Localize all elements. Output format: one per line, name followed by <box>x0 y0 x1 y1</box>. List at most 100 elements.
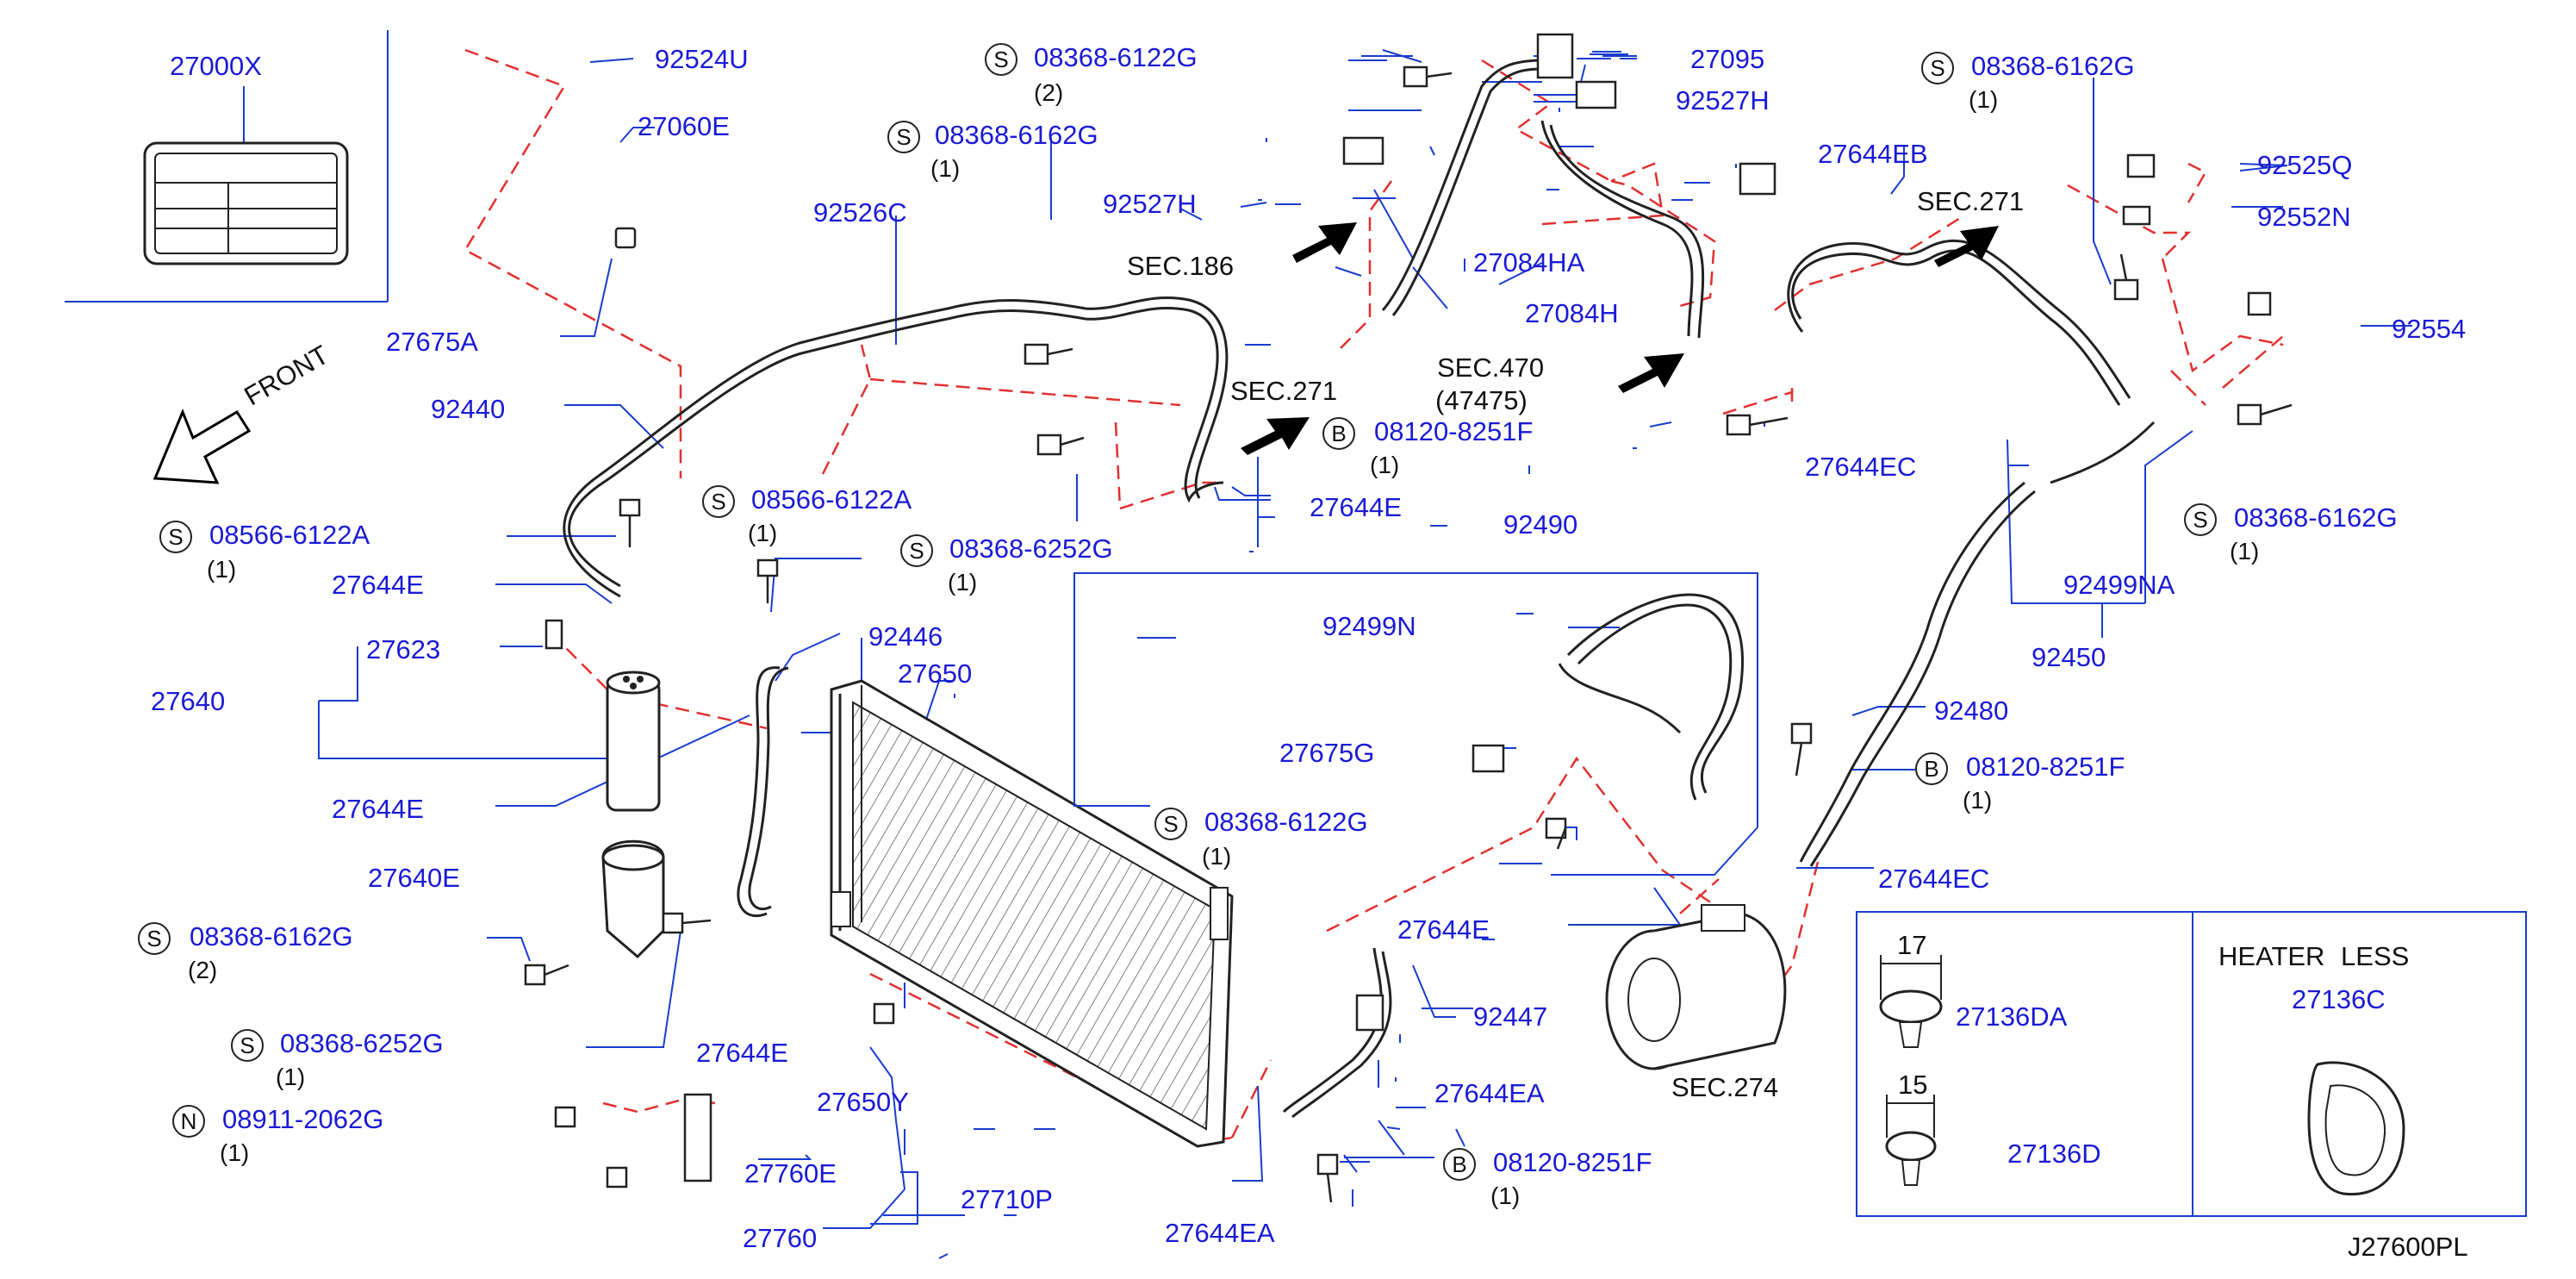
callout-prefix-s: S <box>1921 52 1954 84</box>
label-27623: 27623 <box>366 634 441 664</box>
callout-quantity: (1) <box>948 569 978 596</box>
label-27644eb: 27644EB <box>1818 139 1928 169</box>
callout-quantity: (1) <box>1490 1182 1521 1209</box>
dimension-17: 17 <box>1897 930 1927 960</box>
label-27644e-e: 27644E <box>1397 914 1490 945</box>
label-27644e-b: 27644E <box>332 794 424 824</box>
callout-part-number: 08120-8251F <box>1374 416 1534 446</box>
label-27710p: 27710P <box>961 1184 1053 1214</box>
callout-part-number: 08120-8251F <box>1493 1147 1652 1177</box>
callout-part-number: 08368-6162G <box>2234 502 2398 533</box>
label-27650: 27650 <box>898 658 973 689</box>
callout-prefix-b: B <box>1322 417 1355 450</box>
callout-prefix-s: S <box>1154 808 1187 840</box>
label-27650y: 27650Y <box>817 1087 909 1117</box>
label-27644ea-b: 27644EA <box>1434 1078 1545 1108</box>
callout-prefix-n: N <box>172 1105 205 1138</box>
callout-prefix-b: B <box>1915 752 1948 785</box>
section-ref-470: SEC.470 <box>1437 353 1545 383</box>
callout-quantity: (2) <box>1034 79 1064 106</box>
label-27084h: 27084H <box>1525 298 1619 328</box>
callout-quantity: (1) <box>930 155 961 182</box>
callout-prefix-s: S <box>231 1029 264 1062</box>
label-92447: 92447 <box>1473 1001 1548 1032</box>
callout-part-number: 08368-6122G <box>1034 42 1198 72</box>
callout-part-number: 08368-6252G <box>280 1028 444 1058</box>
label-92525q: 92525Q <box>2257 150 2353 180</box>
callout-part-number: 08120-8251F <box>1966 752 2125 782</box>
label-92524u: 92524U <box>655 44 749 74</box>
clip-legend-box <box>1856 911 2527 1217</box>
bolts-and-fittings <box>524 33 2293 1203</box>
callout-part-number: 08911-2062G <box>222 1104 384 1134</box>
callout-quantity: (2) <box>188 957 218 983</box>
callout-prefix-s: S <box>2184 503 2217 536</box>
label-27644ea-a: 27644EA <box>1165 1218 1275 1248</box>
label-92527h-b: 92527H <box>1676 85 1770 115</box>
label-92527h-a: 92527H <box>1103 189 1197 219</box>
label-27136da: 27136DA <box>1956 1001 2068 1032</box>
callout-part-number: 08368-6162G <box>1971 51 2135 81</box>
label-27760: 27760 <box>743 1223 818 1253</box>
label-frame <box>65 30 389 303</box>
callout-prefix-s: S <box>900 534 933 567</box>
callout-quantity: (1) <box>276 1064 306 1090</box>
label-27095: 27095 <box>1690 44 1765 74</box>
callout-quantity: (1) <box>1202 843 1232 870</box>
callout-quantity: (1) <box>1963 787 1993 814</box>
label-92440: 92440 <box>431 394 506 424</box>
label-92446: 92446 <box>868 621 943 652</box>
callout-part-number: 08566-6122A <box>209 520 370 550</box>
compressor-sec274 <box>1605 904 1787 1070</box>
label-27640: 27640 <box>151 686 226 716</box>
diagram-code: J27600PL <box>2348 1232 2468 1262</box>
callout-prefix-s: S <box>138 922 171 955</box>
front-arrow <box>152 409 252 484</box>
section-ref-470-code: (47475) <box>1435 385 1528 415</box>
callout-quantity: (1) <box>1370 452 1400 478</box>
grommet-27136c <box>2307 1061 2405 1196</box>
label-27675a: 27675A <box>386 327 478 357</box>
section-ref-274: SEC.274 <box>1671 1072 1779 1102</box>
leader-lines <box>318 49 2412 1259</box>
callout-prefix-s: S <box>702 485 735 518</box>
clip-27136d <box>1885 1095 1937 1186</box>
callout-prefix-s: S <box>159 521 192 553</box>
label-92526c: 92526C <box>813 197 907 228</box>
label-27644e-c: 27644E <box>1310 492 1402 522</box>
drier-bracket-27640e <box>601 839 665 959</box>
callout-prefix-b: B <box>1443 1148 1476 1181</box>
label-27760e: 27760E <box>744 1158 837 1189</box>
label-92499n: 92499N <box>1322 611 1416 641</box>
callout-quantity: (1) <box>1969 86 1999 113</box>
callout-quantity: (1) <box>748 520 778 546</box>
callout-quantity: (1) <box>2230 538 2260 565</box>
warning-label-27000x <box>143 141 349 265</box>
receiver-drier-27640 <box>606 671 661 812</box>
label-27675g: 27675G <box>1279 738 1375 768</box>
callout-part-number: 08368-6122G <box>1204 807 1368 837</box>
condenser-27650 <box>830 679 1234 1148</box>
label-27644ec-a: 27644EC <box>1805 452 1917 482</box>
label-92552n: 92552N <box>2257 202 2351 232</box>
label-92554: 92554 <box>2392 314 2467 344</box>
callout-quantity: (1) <box>207 556 237 583</box>
label-27644e-d: 27644E <box>696 1038 788 1068</box>
callout-prefix-s: S <box>887 121 920 153</box>
callout-part-number: 08566-6122A <box>751 484 912 515</box>
callout-part-number: 08368-6162G <box>935 120 1098 150</box>
pipe-assemblies <box>563 59 2156 1119</box>
label-27136c: 27136C <box>2292 984 2386 1014</box>
label-92499na: 92499NA <box>2063 570 2175 600</box>
section-arrows <box>1241 222 1999 455</box>
label-92490: 92490 <box>1503 509 1578 540</box>
clip-27136da <box>1879 955 1943 1048</box>
section-ref-271: SEC.271 <box>1230 376 1338 406</box>
callout-part-number: 08368-6162G <box>190 921 353 951</box>
callout-prefix-s: S <box>985 43 1017 76</box>
label-27136d: 27136D <box>2007 1139 2101 1169</box>
section-ref-271: SEC.271 <box>1917 186 2025 216</box>
label-27060e: 27060E <box>638 111 730 141</box>
label-27644ec-b: 27644EC <box>1878 864 1990 894</box>
